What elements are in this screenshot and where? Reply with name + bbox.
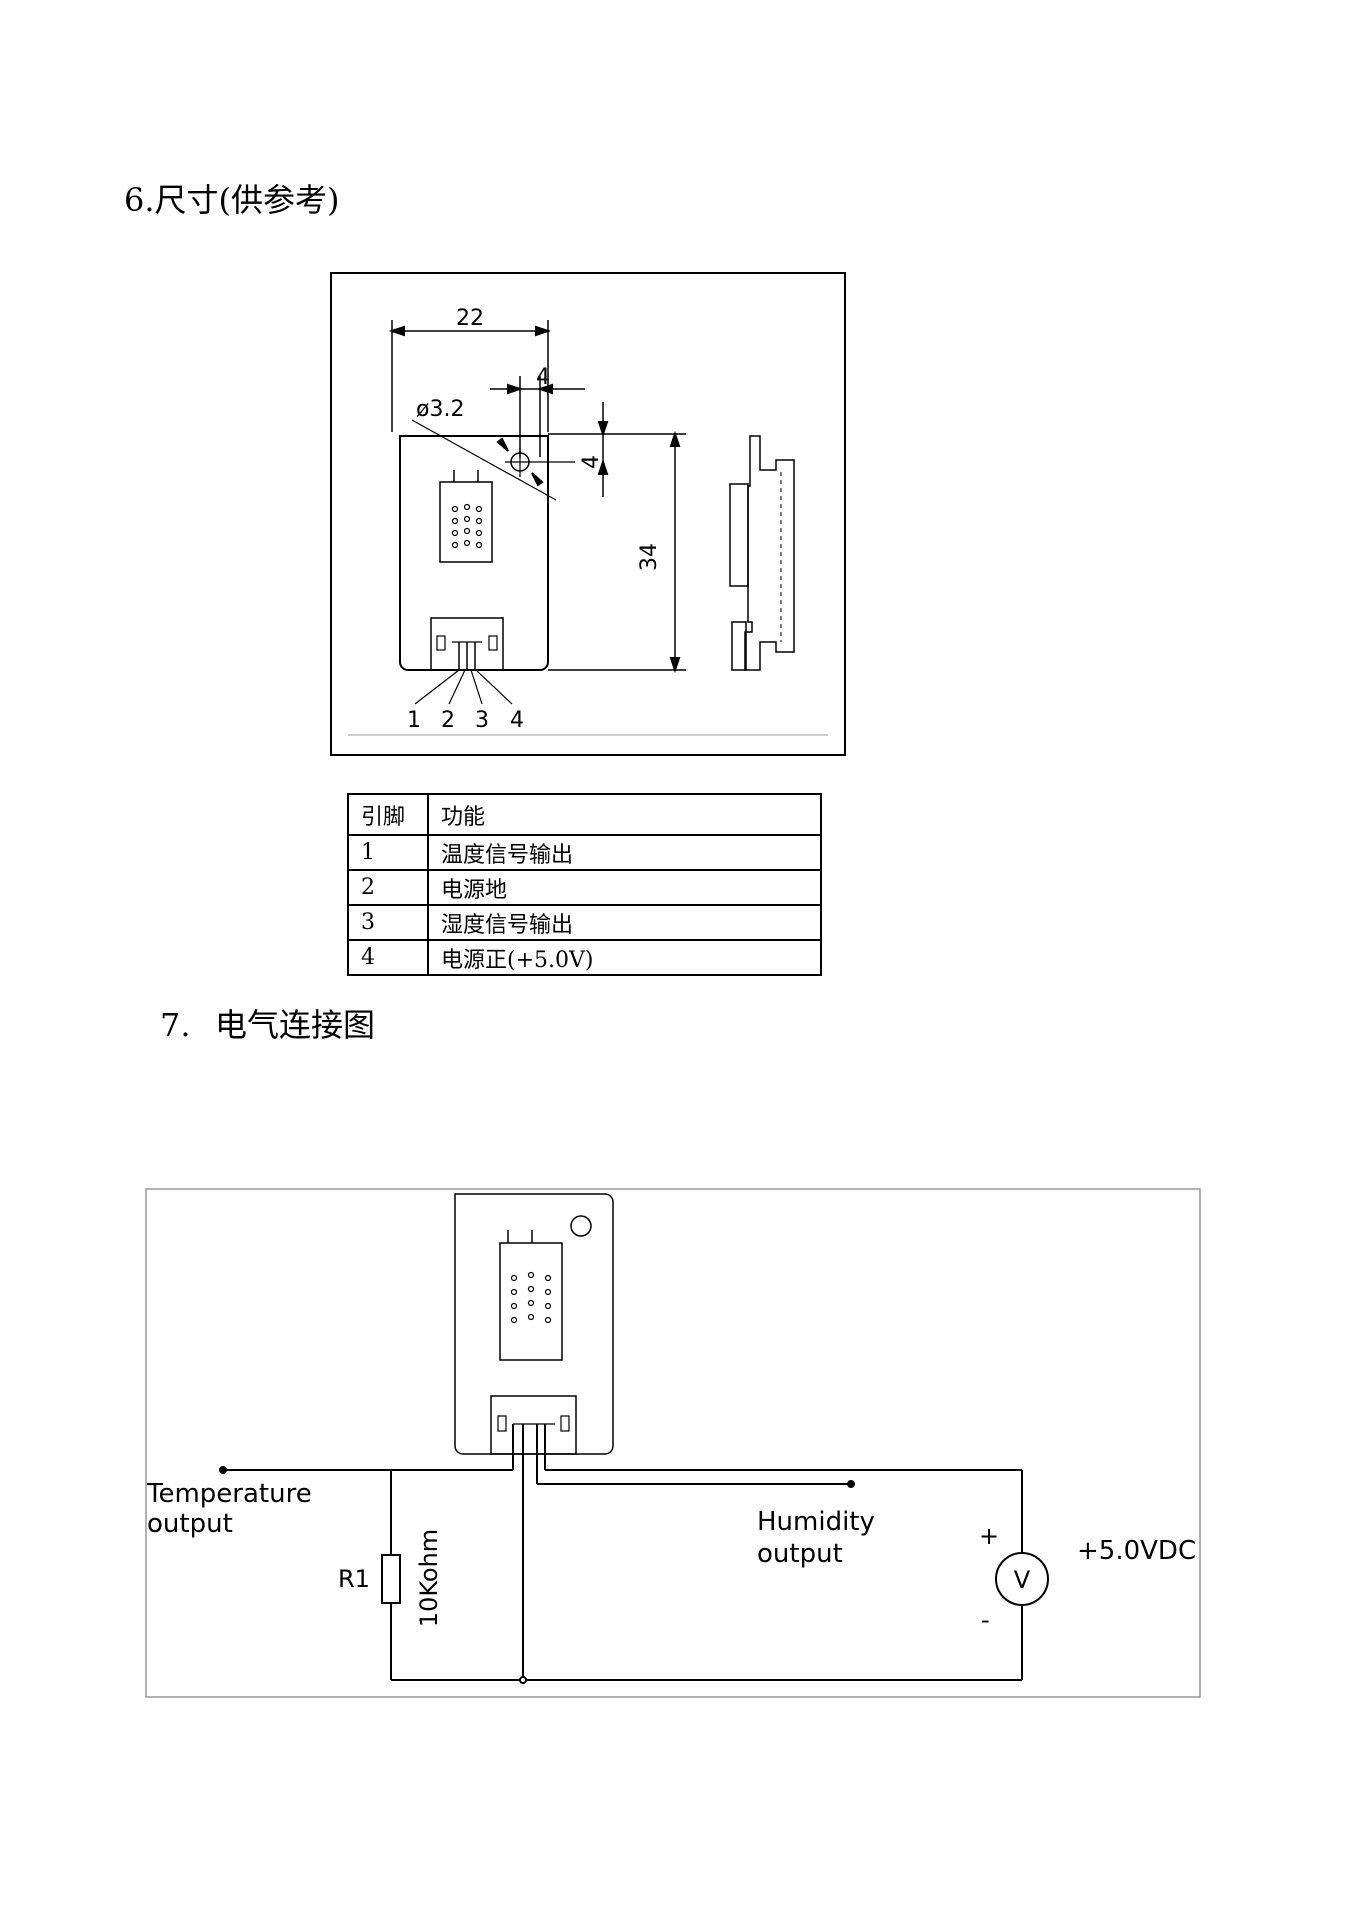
dim-4-h-label: 4	[536, 365, 550, 390]
pin-cell: 3	[347, 904, 429, 941]
dimension-drawing: 22 4 ø3.2 4 34 1 2 3 4	[330, 272, 846, 756]
side-view	[744, 435, 795, 671]
function-cell: 湿度信号输出	[427, 904, 822, 941]
board-outline	[399, 435, 549, 671]
supply-voltage-label: +5.0VDC	[1077, 1536, 1196, 1566]
sensor-board	[454, 1193, 614, 1455]
hole-diameter-label: ø3.2	[416, 397, 464, 422]
section-7-title: 电气连接图	[215, 1006, 376, 1044]
table-row: 1 温度信号输出	[347, 834, 822, 871]
pin-function-table: 引脚 功能 1 温度信号输出 2 电源地 3 湿度信号输出 4 电源正(+5.0…	[347, 793, 822, 976]
table-row: 3 湿度信号输出	[347, 904, 822, 941]
hum-terminal	[847, 1480, 855, 1488]
humidity-output-label: output	[757, 1539, 843, 1569]
minus-sign: -	[981, 1606, 990, 1634]
section-7-number: 7.	[160, 1006, 191, 1044]
pin-3-label: 3	[475, 708, 489, 733]
pin-cell: 2	[347, 869, 429, 906]
plus-sign: +	[979, 1522, 999, 1550]
pin-4-label: 4	[510, 708, 524, 733]
circuit-sensor-element	[499, 1242, 563, 1361]
section-6-heading: 6.尺寸(供参考)	[124, 180, 340, 220]
ground-junction	[519, 1676, 527, 1684]
table-row: 2 电源地	[347, 869, 822, 906]
resistor-name-label: R1	[338, 1565, 370, 1593]
drawing-frame	[330, 272, 846, 756]
temperature-label: Temperature	[146, 1479, 312, 1509]
pin-2-label: 2	[441, 708, 455, 733]
diameter-leader	[411, 419, 557, 501]
pin-cell: 1	[347, 834, 429, 871]
header-pin: 引脚	[347, 793, 429, 836]
section-6-title: 尺寸(供参考)	[154, 181, 340, 219]
voltmeter-label: V	[1014, 1566, 1031, 1594]
temperature-output-label: output	[147, 1509, 233, 1539]
pin-cell: 4	[347, 939, 429, 976]
circuit-connector	[490, 1395, 577, 1455]
resistor-r1	[381, 1554, 401, 1604]
circuit-frame	[145, 1188, 1201, 1698]
temp-terminal	[219, 1466, 227, 1474]
humidity-label: Humidity	[757, 1507, 875, 1537]
section-6-number: 6.	[124, 181, 155, 219]
section-7-heading: 7. 电气连接图	[160, 1005, 375, 1045]
table-header-row: 引脚 功能	[347, 793, 822, 836]
circuit-diagram: Temperature output R1 10Kohm Humidity ou…	[145, 1188, 1201, 1698]
voltmeter	[995, 1552, 1049, 1606]
dim-22-label: 22	[456, 306, 484, 331]
pin-1-label: 1	[407, 708, 421, 733]
function-cell: 电源正(+5.0V)	[427, 939, 822, 976]
header-function: 功能	[427, 793, 822, 836]
function-cell: 温度信号输出	[427, 834, 822, 871]
resistor-value-label: 10Kohm	[415, 1529, 443, 1627]
dim-4-v-label: 4	[579, 455, 604, 469]
function-cell: 电源地	[427, 869, 822, 906]
board-hole	[570, 1215, 592, 1237]
sensor-element	[439, 481, 493, 563]
dim-34-label: 34	[637, 543, 662, 571]
table-row: 4 电源正(+5.0V)	[347, 939, 822, 976]
